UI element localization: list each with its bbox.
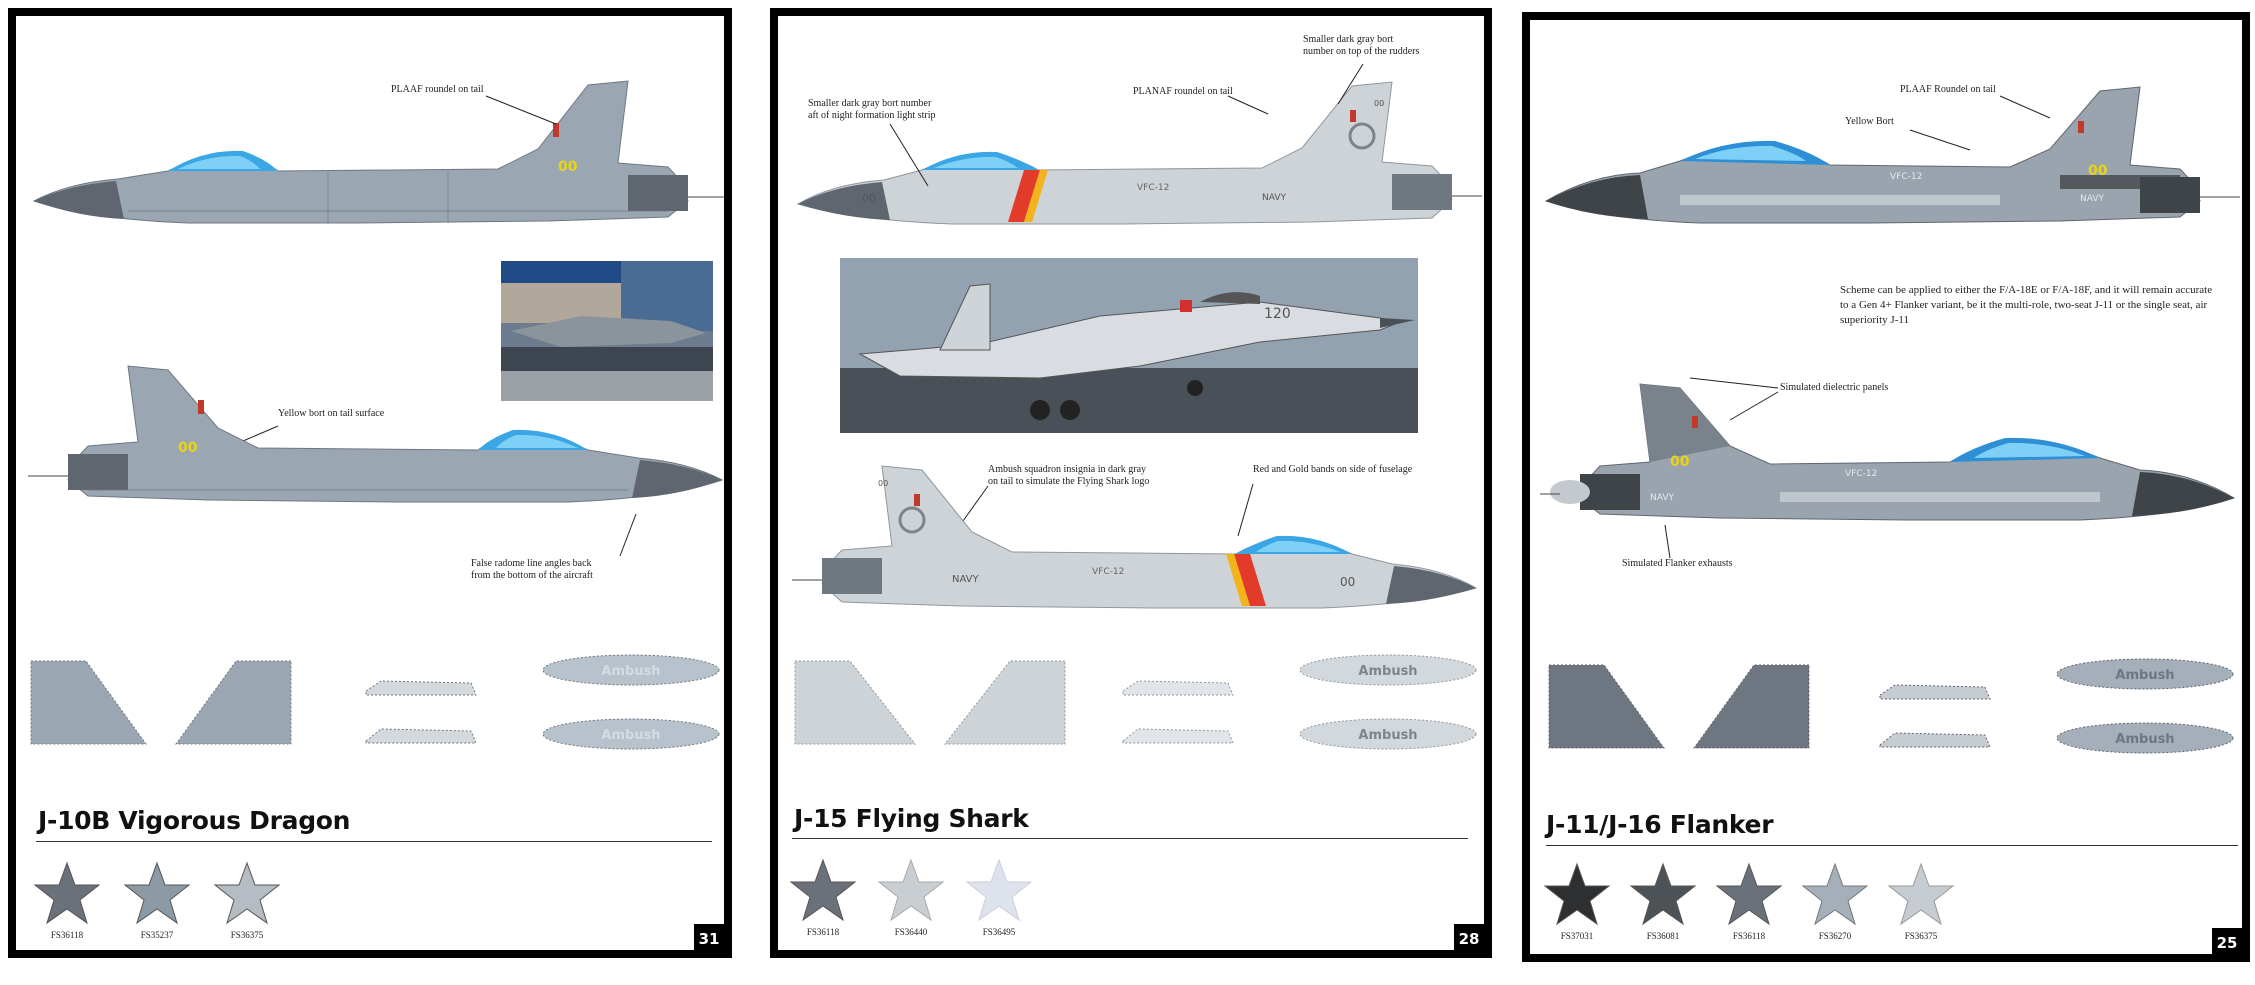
color-swatch: FS36118 (30, 861, 104, 941)
page-title: J-11/J-16 Flanker (1546, 810, 1774, 839)
color-swatch: FS36118 (786, 858, 860, 938)
page-number: 25 (2212, 928, 2242, 954)
note-false-radome: False radome line angles back from the b… (471, 558, 593, 581)
swatch-code: FS35237 (140, 930, 174, 940)
swatch-star-1 (1543, 862, 1611, 926)
photo-bort-number: 120 (1264, 306, 1291, 322)
j15-tank-label-2: Ambush (1358, 728, 1417, 743)
j11-tank-label-2: Ambush (2115, 732, 2174, 747)
swatch-code: FS36081 (1646, 931, 1680, 941)
swatch-code: FS36375 (230, 930, 264, 940)
j10b-tail-parts (26, 656, 296, 748)
j15-tank-label-1: Ambush (1358, 664, 1417, 679)
swatch-code: FS36270 (1818, 931, 1852, 941)
j15-fuselage-text: NAVY (1262, 193, 1286, 203)
swatch-star-5 (1887, 862, 1955, 926)
j15-unit-text: VFC-12 (1137, 183, 1169, 193)
j10b-tail-bort: 00 (558, 159, 578, 175)
color-swatch: FS36495 (962, 858, 1036, 938)
page-j11-j16: 00 NAVY VFC-12 PLAAF Roundel on tail Yel… (1522, 12, 2250, 962)
swatch-star-1 (789, 858, 857, 922)
swatch-code: FS36118 (50, 930, 84, 940)
note-plaaf-roundel-2: PLAAF Roundel on tail (1900, 84, 1996, 95)
page-title: J-10B Vigorous Dragon (38, 806, 351, 835)
color-swatch: FS37031 (1540, 862, 1614, 942)
swatch-star-3 (1715, 862, 1783, 926)
swatch-star-2 (877, 858, 945, 922)
page-j10b: 00 PLAAF roundel on tail 0 (8, 8, 732, 958)
j10b-side-profile-left: 00 (28, 71, 724, 241)
j11-fuselage-text-2: NAVY (1650, 493, 1674, 503)
j10b-small-parts (361, 671, 481, 751)
note-flanker-exhausts: Simulated Flanker exhausts (1622, 558, 1733, 569)
color-swatch: FS36118 (1712, 862, 1786, 942)
page-title: J-15 Flying Shark (794, 804, 1029, 833)
note-plaaf-roundel: PLAAF roundel on tail (391, 84, 484, 95)
title-rule (792, 838, 1468, 839)
page-number: 31 (694, 924, 724, 950)
j11-unit-text: VFC-12 (1890, 172, 1922, 182)
color-swatch: FS36270 (1798, 862, 1872, 942)
j15-small-parts (1118, 671, 1238, 751)
j10b-photo (501, 261, 713, 401)
note-rudder-bort: Smaller dark gray bort number on top of … (1303, 34, 1420, 57)
swatch-star-4 (1801, 862, 1869, 926)
j11-tail-bort: 00 (2088, 163, 2108, 179)
j15-unit-text-2: VFC-12 (1092, 567, 1124, 577)
title-rule (36, 841, 712, 842)
swatch-code: FS36118 (1732, 931, 1766, 941)
swatch-star-2 (123, 861, 191, 925)
note-yellow-bort: Yellow bort on tail surface (278, 408, 385, 419)
j15-nose-bort: 00 (862, 192, 876, 205)
swatch-code: FS36375 (1904, 931, 1938, 941)
j10b-tail-bort-2: 00 (178, 440, 198, 456)
j11-side-profile-left: 00 NAVY VFC-12 (1540, 75, 2240, 245)
swatch-star-2 (1629, 862, 1697, 926)
swatch-star-3 (965, 858, 1033, 922)
note-dielectric-panels: Simulated dielectric panels (1780, 382, 1889, 393)
j11-tank-label-1: Ambush (2115, 668, 2174, 683)
j15-rudder-bort: 00 (1374, 99, 1384, 108)
note-red-gold-bands: Red and Gold bands on side of fuselage (1253, 464, 1413, 475)
j15-carrier-photo: 120 (840, 258, 1418, 433)
scheme-paragraph: Scheme can be applied to either the F/A-… (1840, 284, 2213, 326)
j15-fuselage-text-2: NAVY (952, 574, 980, 585)
swatch-code: FS37031 (1560, 931, 1594, 941)
swatch-code: FS36440 (894, 927, 928, 937)
page-j15: 00 NAVY VFC-12 00 Smaller dark gray bort… (770, 8, 1492, 958)
color-swatch: FS36375 (210, 861, 284, 941)
swatch-code: FS36495 (982, 927, 1016, 937)
swatch-code: FS36118 (806, 927, 840, 937)
j15-fuel-tanks: Ambush Ambush (1298, 648, 1478, 758)
note-small-bort: Smaller dark gray bort number aft of nig… (808, 98, 936, 121)
page-number: 28 (1454, 924, 1484, 950)
j15-nose-bort-2: 00 (1340, 575, 1355, 589)
j11-tail-parts (1544, 660, 1814, 752)
note-ambush-insignia: Ambush squadron insignia in dark gray on… (988, 464, 1150, 487)
j11-fuel-tanks: Ambush Ambush (2055, 652, 2235, 762)
color-swatch: FS35237 (120, 861, 194, 941)
j10b-fuel-tanks: Ambush Ambush (541, 648, 721, 758)
swatch-star-1 (33, 861, 101, 925)
title-rule (1546, 845, 2238, 846)
j11-tail-bort-2: 00 (1670, 454, 1690, 470)
j15-side-profile-right: 00 NAVY VFC-12 00 (792, 446, 1482, 626)
color-swatch: FS36081 (1626, 862, 1700, 942)
j11-small-parts (1875, 675, 1995, 755)
note-yellow-bort-2: Yellow Bort (1845, 116, 1894, 127)
note-planaf-roundel: PLANAF roundel on tail (1133, 86, 1233, 97)
j10b-tank-label-1: Ambush (601, 664, 660, 679)
j11-unit-text-2: VFC-12 (1845, 469, 1877, 479)
j15-side-profile-left: 00 NAVY VFC-12 00 (792, 66, 1482, 241)
j11-fuselage-text: NAVY (2080, 194, 2104, 204)
color-swatch: FS36375 (1884, 862, 1958, 942)
j11-side-profile-right: 00 NAVY VFC-12 (1540, 370, 2240, 540)
j10b-side-profile-right: 00 (28, 356, 724, 526)
j10b-tank-label-2: Ambush (601, 728, 660, 743)
j15-rudder-bort-2: 00 (878, 479, 888, 488)
swatch-star-3 (213, 861, 281, 925)
color-swatch: FS36440 (874, 858, 948, 938)
j15-tail-parts (790, 656, 1070, 748)
